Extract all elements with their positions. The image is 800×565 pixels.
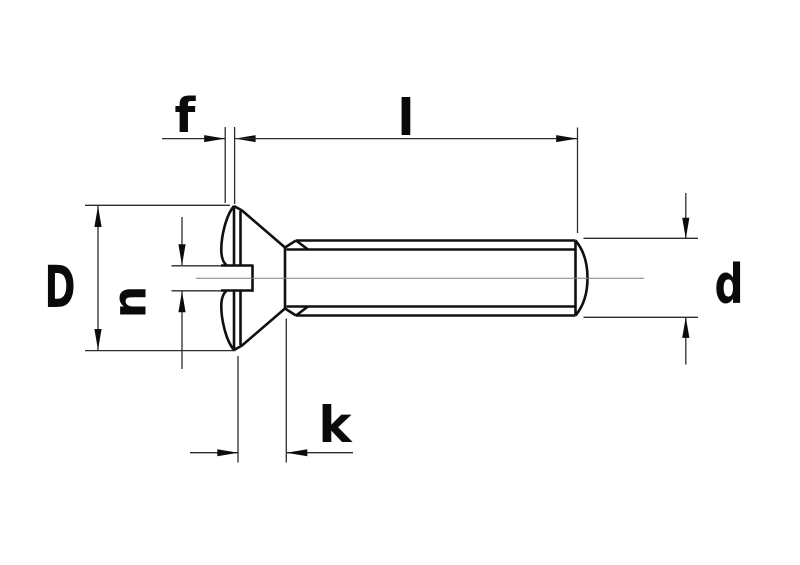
- shank-chamfer-upper: [284, 239, 297, 249]
- d-arrow-bottom: [682, 316, 690, 338]
- head-dome-lower-arc: [219, 289, 236, 351]
- dim-label-k: k: [318, 396, 353, 454]
- dimension-k: k: [190, 318, 353, 463]
- f-arrow-left: [204, 135, 226, 143]
- dim-label-D: D: [45, 253, 76, 321]
- screw-outline: [219, 204, 589, 352]
- k-arrow-left: [217, 449, 239, 457]
- dimension-l: l: [234, 89, 579, 233]
- head-cone-upper-edge: [233, 204, 286, 249]
- dim-label-l: l: [397, 89, 414, 147]
- dimension-f: f: [162, 88, 256, 204]
- k-arrow-right: [286, 449, 308, 457]
- dimension-D: D: [45, 204, 236, 352]
- d-arrow-top: [682, 217, 690, 239]
- thread-runin-lower: [295, 305, 309, 317]
- l-arrow-right: [556, 135, 578, 143]
- dim-label-f: f: [175, 88, 197, 144]
- head-cone-lower-edge: [233, 307, 286, 352]
- shank-chamfer-lower: [284, 307, 297, 317]
- dimension-n: n: [103, 217, 221, 369]
- D-arrow-bottom: [94, 329, 102, 350]
- dim-label-n: n: [103, 286, 157, 319]
- thread-runin-upper: [295, 239, 309, 251]
- dim-label-d: d: [715, 253, 744, 316]
- head-dome-upper-arc: [219, 205, 236, 267]
- n-arrow-bottom: [178, 291, 186, 313]
- n-arrow-top: [178, 244, 186, 266]
- D-arrow-top: [94, 206, 102, 227]
- dimension-d: d: [583, 193, 744, 365]
